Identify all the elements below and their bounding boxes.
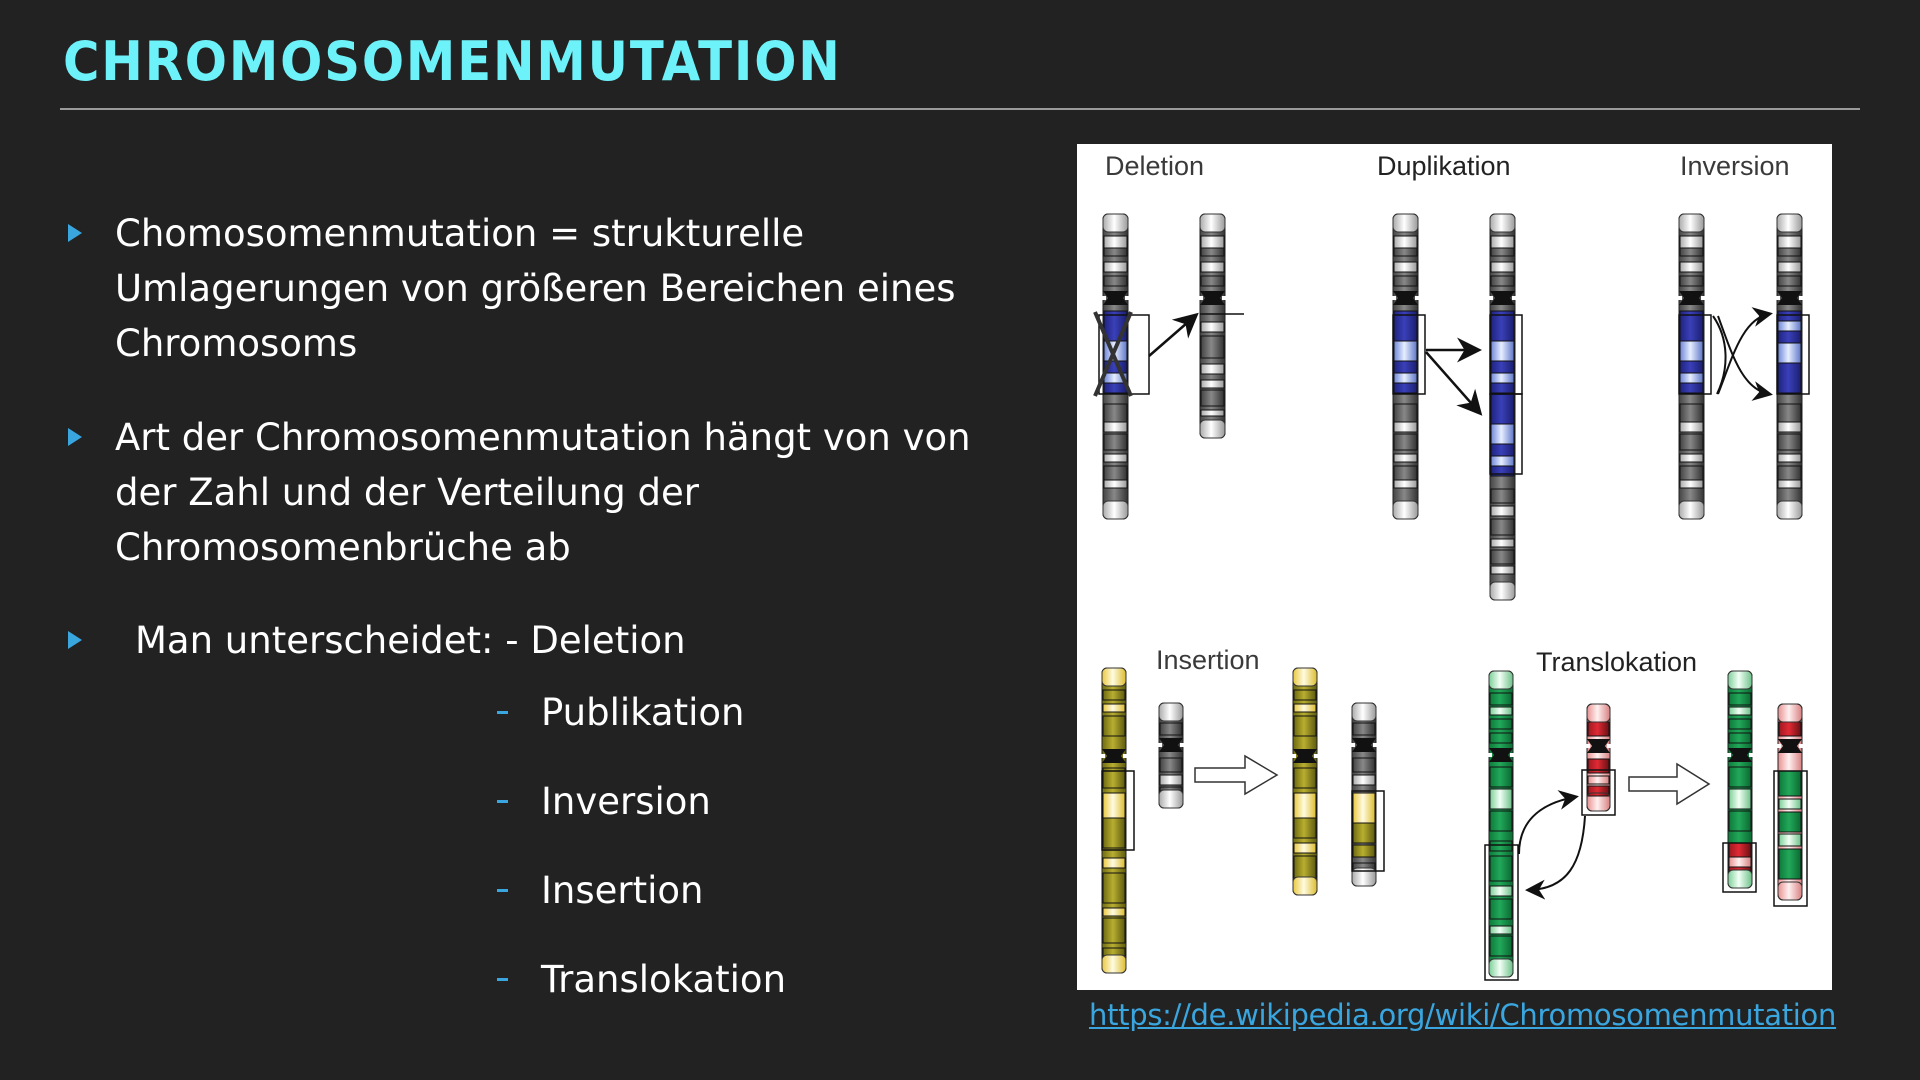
sub-item-label: Publikation	[541, 691, 745, 734]
chromosome-icon	[1585, 703, 1612, 812]
label-inversion: Inversion	[1680, 151, 1790, 181]
dash-bullet-icon	[497, 889, 508, 892]
chromosome-icon	[1488, 213, 1517, 601]
bullet-text: Art der Chromosomenmutation hängt von vo…	[115, 410, 971, 575]
chromosome-diagram: Deletion Duplikation Inversion Insertion…	[1093, 151, 1810, 981]
bullet-line: Man unterscheidet: - Deletion	[135, 619, 686, 662]
chromosome-icon	[1726, 670, 1754, 889]
arrow-right-icon	[1628, 762, 1711, 806]
sub-item-label: Translokation	[541, 958, 787, 1001]
bullet-line: Umlagerungen von größeren Bereichen eine…	[115, 267, 956, 310]
bullet-line: Chromosoms	[115, 322, 358, 365]
bullet-line: Chromosomenbrüche ab	[115, 526, 571, 569]
chromosome-icon	[1157, 702, 1185, 809]
bullet-triangle-icon	[68, 428, 82, 446]
dash-bullet-icon	[497, 800, 508, 803]
chromosome-icon	[1291, 667, 1319, 896]
slide-title: CHROMOSOMENMUTATION	[63, 30, 842, 93]
insertion-marks	[1101, 754, 1385, 872]
deletion-marks	[1093, 311, 1244, 397]
translocation-marks	[1484, 762, 1808, 981]
bullet-line: der Zahl und der Verteilung der	[115, 471, 699, 514]
chromosome-icon	[1775, 213, 1804, 520]
dash-bullet-icon	[497, 978, 508, 981]
bullet-line: Chomosomenmutation = strukturelle	[115, 212, 805, 255]
label-deletion: Deletion	[1105, 151, 1204, 181]
bullet-line: Art der Chromosomenmutation hängt von vo…	[115, 416, 971, 459]
bullet-text: Chomosomenmutation = strukturelle Umlage…	[115, 206, 956, 371]
chromosome-icon	[1198, 213, 1227, 439]
dash-bullet-icon	[497, 711, 508, 714]
label-insertion: Insertion	[1156, 645, 1260, 675]
arrow-right-icon	[1194, 754, 1279, 796]
duplication-marks	[1392, 314, 1523, 475]
chromosome-icon	[1350, 702, 1378, 887]
chromosome-icon	[1487, 670, 1515, 978]
label-translocation: Translokation	[1536, 647, 1697, 677]
sub-item-label: Inversion	[541, 780, 711, 823]
chromosome-group	[1100, 213, 1804, 978]
chromosome-icon	[1391, 213, 1420, 520]
chromosome-icon	[1677, 213, 1706, 520]
bullet-triangle-icon	[68, 631, 82, 649]
chromosome-icon	[1101, 213, 1130, 520]
bullet-text: Man unterscheidet: - Deletion	[135, 613, 686, 668]
chromosome-icon	[1100, 667, 1128, 974]
inversion-marks	[1678, 307, 1810, 401]
bullet-triangle-icon	[68, 224, 82, 242]
chromosome-mutation-figure: Deletion Duplikation Inversion Insertion…	[1077, 144, 1832, 990]
title-divider	[60, 108, 1860, 110]
sub-item-label: Insertion	[541, 869, 704, 912]
label-duplication: Duplikation	[1377, 151, 1511, 181]
source-link[interactable]: https://de.wikipedia.org/wiki/Chromosome…	[1089, 998, 1837, 1032]
chromosome-icon	[1776, 703, 1804, 901]
